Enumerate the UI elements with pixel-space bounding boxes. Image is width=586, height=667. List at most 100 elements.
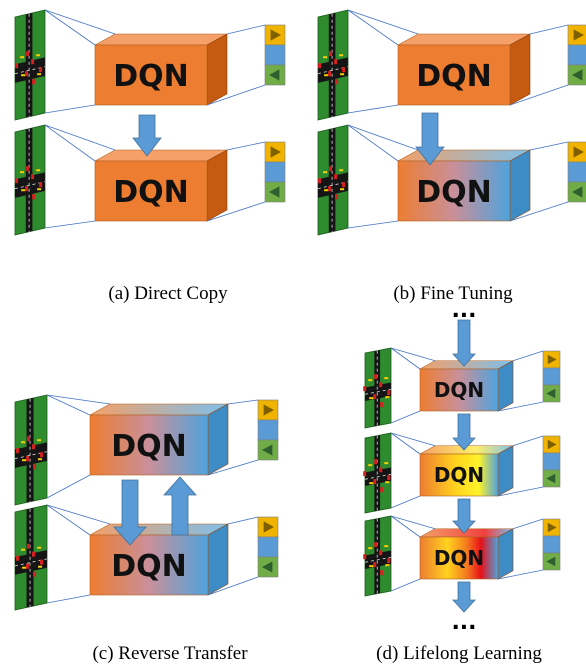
signal-mark bbox=[369, 482, 374, 485]
connector-line bbox=[390, 578, 421, 592]
connector-line bbox=[497, 401, 544, 412]
connector-line bbox=[390, 347, 421, 370]
signal-mark bbox=[324, 189, 329, 192]
connector-line bbox=[390, 432, 436, 447]
dqn-label: DQN bbox=[434, 546, 484, 570]
arrow-down-icon bbox=[452, 319, 476, 367]
car bbox=[33, 571, 37, 577]
car bbox=[334, 174, 338, 180]
dqn-block-side bbox=[206, 33, 228, 106]
action-blank-box bbox=[542, 452, 561, 471]
signal-mark bbox=[385, 481, 390, 484]
car bbox=[16, 555, 20, 561]
connector-line bbox=[46, 594, 91, 604]
play-left-icon bbox=[572, 69, 583, 81]
play-left-icon bbox=[546, 388, 556, 399]
caption-d: (d) Lifelong Learning bbox=[376, 643, 542, 664]
signal-mark bbox=[384, 462, 389, 465]
car bbox=[335, 194, 339, 200]
signal-mark bbox=[385, 564, 390, 567]
connector-line bbox=[390, 515, 436, 530]
car bbox=[335, 79, 339, 85]
car bbox=[380, 487, 384, 493]
action-blank-box bbox=[264, 44, 286, 66]
play-right-icon bbox=[270, 146, 281, 158]
connector-line bbox=[226, 24, 266, 35]
arrow-down-icon bbox=[415, 112, 445, 166]
signal-mark bbox=[37, 546, 42, 549]
car bbox=[328, 186, 332, 192]
dqn-block-front bbox=[89, 414, 209, 476]
connector-line bbox=[44, 124, 116, 151]
arrow-down-icon bbox=[113, 479, 147, 546]
connector-line bbox=[227, 399, 259, 405]
play-right-icon bbox=[263, 404, 274, 416]
dqn-label: DQN bbox=[416, 175, 492, 210]
dqn-block-front bbox=[419, 453, 499, 497]
car bbox=[387, 475, 391, 481]
connector-line bbox=[347, 104, 399, 114]
car bbox=[32, 444, 36, 450]
car bbox=[26, 166, 30, 172]
arrow-down-icon bbox=[132, 114, 162, 157]
signal-mark bbox=[368, 464, 373, 467]
signal-mark bbox=[324, 74, 329, 77]
signal-mark bbox=[36, 54, 41, 57]
car bbox=[27, 543, 31, 549]
car bbox=[39, 67, 43, 73]
car bbox=[379, 550, 383, 556]
connector-line bbox=[207, 459, 259, 476]
car bbox=[374, 459, 378, 465]
connector-line bbox=[227, 516, 259, 525]
dqn-block-side bbox=[207, 403, 229, 476]
connector-line bbox=[347, 9, 399, 46]
car bbox=[329, 166, 333, 172]
dqn-label: DQN bbox=[113, 59, 189, 94]
connector-line bbox=[347, 220, 399, 229]
play-left-icon bbox=[546, 473, 556, 484]
car bbox=[31, 59, 35, 65]
car bbox=[32, 79, 36, 85]
signal-mark bbox=[339, 169, 344, 172]
car bbox=[33, 464, 37, 470]
panel-a: DQN DQN bbox=[14, 9, 286, 236]
play-right-icon bbox=[573, 29, 584, 41]
connector-line bbox=[390, 347, 436, 362]
dqn-block-top bbox=[94, 149, 228, 162]
dqn-block-side bbox=[497, 360, 514, 412]
signal-mark bbox=[384, 377, 389, 380]
arrow-down-icon bbox=[452, 581, 476, 613]
connector-line bbox=[46, 394, 111, 405]
dqn-block-top bbox=[397, 33, 531, 46]
caption-b: (b) Fine Tuning bbox=[393, 283, 513, 304]
car bbox=[32, 551, 36, 557]
dqn-block-front bbox=[419, 368, 499, 412]
connector-line bbox=[509, 201, 569, 222]
dqn-block-front bbox=[397, 160, 511, 222]
signal-mark bbox=[368, 547, 373, 550]
signal-mark bbox=[20, 56, 25, 59]
connector-line bbox=[390, 495, 421, 509]
play-left-icon bbox=[269, 69, 280, 81]
connector-line bbox=[206, 201, 266, 222]
play-right-icon bbox=[547, 354, 557, 365]
connector-line bbox=[46, 474, 91, 499]
car bbox=[363, 386, 367, 392]
car bbox=[379, 382, 383, 388]
car bbox=[387, 558, 391, 564]
signal-mark bbox=[385, 396, 390, 399]
connector-line bbox=[390, 432, 421, 455]
car bbox=[363, 471, 367, 477]
caption-c: (c) Reverse Transfer bbox=[92, 643, 248, 664]
lane-marking bbox=[364, 473, 392, 480]
car bbox=[374, 374, 378, 380]
play-right-icon bbox=[547, 439, 557, 450]
dqn-label: DQN bbox=[113, 175, 189, 210]
signal-mark bbox=[21, 548, 26, 551]
car bbox=[26, 456, 30, 462]
signal-mark bbox=[37, 73, 42, 76]
connector-line bbox=[512, 518, 544, 530]
dqn-block-top bbox=[89, 523, 229, 536]
signal-mark bbox=[37, 439, 42, 442]
